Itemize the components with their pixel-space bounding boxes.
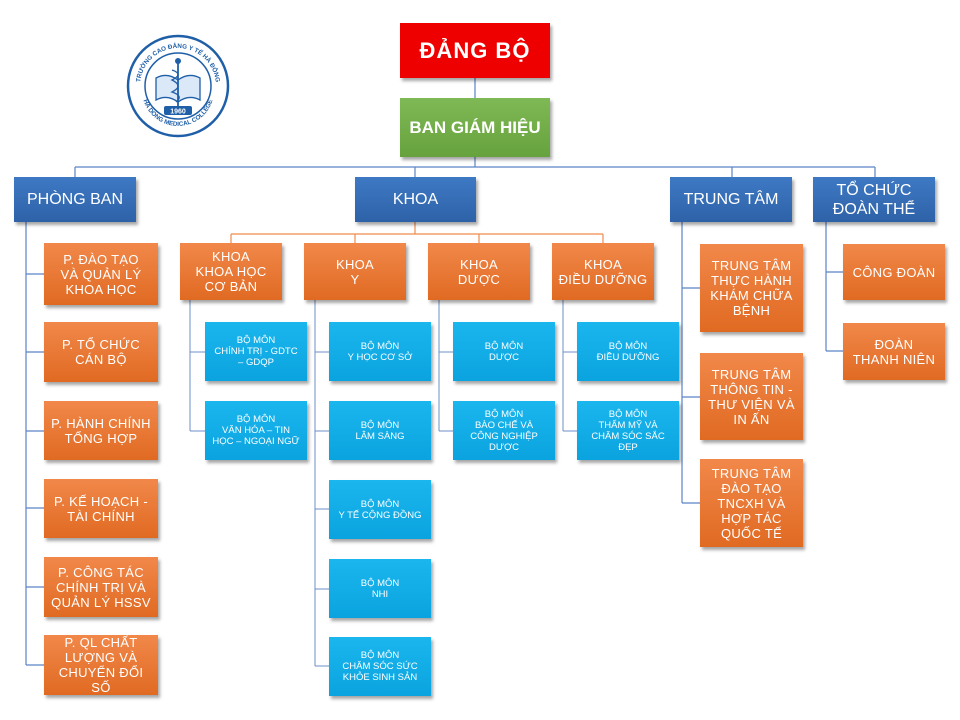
center-item[interactable]: TRUNG TÂM THỰC HÀNH KHÁM CHỮA BỆNH bbox=[700, 244, 803, 332]
faculty-dieu-duong[interactable]: KHOA ĐIỀU DƯỠNG bbox=[552, 243, 654, 300]
college-logo: TRƯỜNG CAO ĐẲNG Y TẾ HÀ ĐÔNG HA DONG MED… bbox=[126, 34, 230, 138]
subject-department[interactable]: BỘ MÔN ĐIỀU DƯỠNG bbox=[577, 322, 679, 381]
department-item[interactable]: P. CÔNG TÁC CHÍNH TRỊ VÀ QUẢN LÝ HSSV bbox=[44, 557, 158, 617]
subject-department[interactable]: BỘ MÔN NHI bbox=[329, 559, 431, 618]
faculty-duoc[interactable]: KHOA DƯỢC bbox=[428, 243, 530, 300]
department-item[interactable]: P. ĐÀO TẠO VÀ QUẢN LÝ KHOA HỌC bbox=[44, 243, 158, 305]
logo-year: 1960 bbox=[170, 109, 186, 116]
subject-department[interactable]: BỘ MÔN VĂN HÓA – TIN HỌC – NGOẠI NGỮ bbox=[205, 401, 307, 460]
subject-department[interactable]: BỘ MÔN Y TẾ CỘNG ĐỒNG bbox=[329, 480, 431, 539]
subject-department[interactable]: BỘ MÔN Y HỌC CƠ SỞ bbox=[329, 322, 431, 381]
party-committee-box[interactable]: ĐẢNG BỘ bbox=[400, 23, 550, 78]
center-item[interactable]: TRUNG TÂM ĐÀO TẠO TNCXH VÀ HỢP TÁC QUỐC … bbox=[700, 459, 803, 547]
board-of-directors-box[interactable]: BAN GIÁM HIỆU bbox=[400, 98, 550, 157]
group-phong-ban[interactable]: PHÒNG BAN bbox=[14, 177, 136, 222]
organization-item[interactable]: ĐOÀN THANH NIÊN bbox=[843, 323, 945, 380]
department-item[interactable]: P. HÀNH CHÍNH TỔNG HỢP bbox=[44, 401, 158, 460]
organization-item[interactable]: CÔNG ĐOÀN bbox=[843, 244, 945, 300]
group-khoa[interactable]: KHOA bbox=[355, 177, 476, 222]
group-to-chuc-doan-the[interactable]: TỔ CHỨC ĐOÀN THỂ bbox=[813, 177, 935, 222]
faculty-khoa-hoc-co-ban[interactable]: KHOA KHOA HỌC CƠ BẢN bbox=[180, 243, 282, 300]
department-item[interactable]: P. KẾ HOẠCH - TÀI CHÍNH bbox=[44, 479, 158, 538]
subject-department[interactable]: BỘ MÔN CHÍNH TRỊ - GDTC – GDQP bbox=[205, 322, 307, 381]
subject-department[interactable]: BỘ MÔN LÂM SÀNG bbox=[329, 401, 431, 460]
group-trung-tam[interactable]: TRUNG TÂM bbox=[670, 177, 792, 222]
subject-department[interactable]: BỘ MÔN DƯỢC bbox=[453, 322, 555, 381]
subject-department[interactable]: BỘ MÔN CHĂM SÓC SỨC KHỎE SINH SẢN bbox=[329, 637, 431, 696]
center-item[interactable]: TRUNG TÂM THÔNG TIN - THƯ VIỆN VÀ IN ẤN bbox=[700, 353, 803, 440]
subject-department[interactable]: BỘ MÔN BÀO CHẾ VÀ CÔNG NGHIỆP DƯỢC bbox=[453, 401, 555, 460]
faculty-y[interactable]: KHOA Y bbox=[304, 243, 406, 300]
department-item[interactable]: P. TỔ CHỨC CÁN BỘ bbox=[44, 322, 158, 382]
subject-department[interactable]: BỘ MÔN THẨM MỸ VÀ CHĂM SÓC SẮC ĐẸP bbox=[577, 401, 679, 460]
department-item[interactable]: P. QL CHẤT LƯỢNG VÀ CHUYỂN ĐỔI SỐ bbox=[44, 635, 158, 695]
